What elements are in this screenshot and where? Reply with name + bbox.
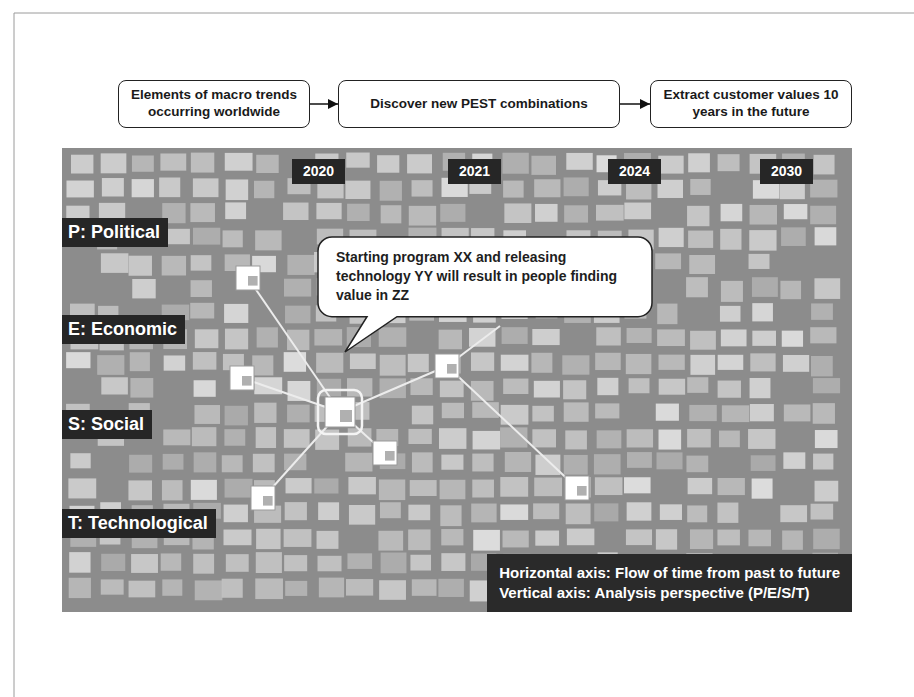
note-inner-square (248, 276, 258, 286)
process-box: Extract customer values 10 years in the … (650, 80, 852, 128)
page-frame (14, 13, 15, 697)
page-frame (14, 13, 914, 14)
highlighted-note (251, 486, 275, 510)
note-inner-square (263, 496, 273, 506)
node-text: 2020 (303, 163, 334, 180)
note-inner-square (340, 410, 352, 422)
note-square (435, 354, 459, 378)
note-square (325, 397, 355, 427)
node-text: Vertical axis: Analysis perspective (P/E… (499, 583, 840, 603)
highlighted-note (373, 441, 397, 465)
sticky-note-photo (62, 148, 852, 612)
speech-callout: Starting program XX and releasing techno… (318, 237, 652, 317)
note-square (373, 441, 397, 465)
node-text: Extract customer values 10 years in the … (661, 87, 841, 121)
network-line (447, 366, 577, 488)
highlighted-note (325, 397, 355, 427)
photo-haze (62, 148, 852, 612)
node-text: Horizontal axis: Flow of time from past … (499, 563, 840, 583)
pest-label: S: Social (62, 410, 152, 439)
year-label: 2030 (760, 159, 813, 184)
node-text: 2021 (459, 163, 490, 180)
highlight-ring (318, 390, 362, 434)
note-inner-square (447, 364, 457, 374)
note-square (236, 266, 260, 290)
callout-shape (318, 237, 652, 352)
pest-label: E: Economic (62, 315, 185, 344)
node-text: T: Technological (68, 512, 208, 535)
node-text: 2030 (771, 163, 802, 180)
flow-arrow (310, 103, 338, 105)
highlighted-note (230, 366, 254, 390)
axis-note-box: Horizontal axis: Flow of time from past … (487, 554, 852, 613)
node-text: Elements of macro trends occurring world… (129, 87, 299, 121)
node-text: E: Economic (68, 318, 177, 341)
year-label: 2024 (608, 159, 661, 184)
note-inner-square (385, 451, 395, 461)
highlighted-note (435, 354, 459, 378)
highlighted-note (236, 266, 260, 290)
node-text: 2024 (619, 163, 650, 180)
pest-label: T: Technological (62, 509, 216, 538)
process-box: Elements of macro trends occurring world… (118, 80, 310, 128)
note-square (565, 476, 589, 500)
node-text: Discover new PEST combinations (370, 96, 588, 113)
year-label: 2020 (292, 159, 345, 184)
highlighted-note (565, 476, 589, 500)
node-text: Starting program XX and releasing techno… (336, 248, 634, 305)
year-label: 2021 (448, 159, 501, 184)
node-text: P: Political (68, 221, 160, 244)
note-inner-square (242, 376, 252, 386)
note-inner-square (577, 486, 587, 496)
process-box: Discover new PEST combinations (338, 80, 620, 128)
note-square (251, 486, 275, 510)
note-square (230, 366, 254, 390)
pest-label: P: Political (62, 218, 168, 247)
node-text: S: Social (68, 413, 144, 436)
flow-arrow (620, 103, 650, 105)
